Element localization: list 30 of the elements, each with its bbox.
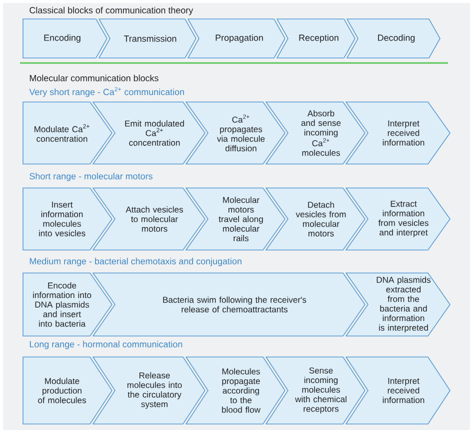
chevron-box: Extract information from vesicles and interpret xyxy=(345,188,450,250)
subsection-heading: Very short range - Ca$^{2+}$ communication xyxy=(29,87,184,97)
chevron-box: Release molecules into the circulatory system xyxy=(92,356,206,424)
chevron-box: Modulate Ca$^{2+}$ concentration xyxy=(22,102,112,164)
chevron-box: Emit modulated Ca$^{2+}$ concentration xyxy=(92,102,206,164)
chevron-box: Interpret received information xyxy=(345,356,450,424)
chevron-box: Ca$^{2+}$ propagates via molecule diffusion xyxy=(185,102,286,164)
subsection-heading: Medium range - bacterial chemotaxis and conjugation xyxy=(30,258,242,266)
chevron-box: Encoding xyxy=(22,18,108,58)
chevron-box: Reception xyxy=(276,18,356,58)
node-label: Molecules propagate according to the blood flow xyxy=(222,368,261,413)
section-heading: Molecular communication blocks xyxy=(30,74,158,82)
subsection-heading: Short range - molecular motors xyxy=(30,172,152,182)
chevron-box: Sense incoming molecules with chemical receptors xyxy=(265,356,366,424)
node-label: Interpret received information xyxy=(382,378,424,404)
chevron-box: Molecules propagate according to the blood flow xyxy=(185,356,286,424)
node-label: Modulate production of molecules xyxy=(38,378,86,404)
chevron-box: DNA plasmids extracted from the bacteria and information is interpreted xyxy=(345,272,450,336)
chevron-box: Detach vesicles from molecular motors xyxy=(265,188,366,250)
chevron-box: Attach vesicles to molecular motors xyxy=(92,188,206,250)
chevron-box: Molecular motors travel along molecular rails xyxy=(185,188,286,250)
node-label: Release molecules into the circulatory system xyxy=(127,372,182,409)
chevron-box: Absorb and sense incoming Ca$^{2+}$ molecules xyxy=(265,102,366,164)
chevron-box: Modulate production of molecules xyxy=(22,356,112,424)
section-heading: Classical blocks of communication theory xyxy=(30,6,194,16)
node-label: Sense incoming molecules with chemical receptors xyxy=(295,367,346,414)
chevron-box: Interpret received information xyxy=(345,102,450,164)
chevron-box: Encode information into DNA plasmids and insert into bacteria xyxy=(22,272,112,336)
chevron-box: Insert information molecules into vesicles xyxy=(22,188,112,250)
subsection-heading: Long range - hormonal communication xyxy=(30,340,182,350)
